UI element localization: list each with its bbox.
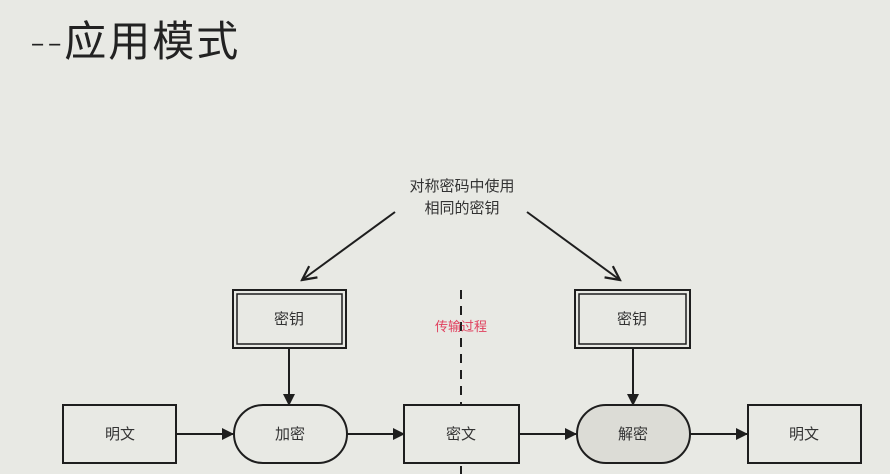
plaintext-output-label: 明文: [789, 425, 819, 443]
key-right-label: 密钥: [617, 310, 647, 328]
arrow-note-to-right-key: [526, 211, 620, 280]
transmission-label: 传输过程: [435, 319, 487, 335]
plaintext-output-box: 明文: [747, 404, 862, 464]
plaintext-input-label: 明文: [105, 425, 135, 443]
slide-title: --应用模式: [30, 17, 241, 66]
encrypt-label: 加密: [275, 425, 305, 443]
decrypt-process: 解密: [576, 404, 691, 464]
key-box-right: 密钥: [574, 289, 691, 349]
key-box-left: 密钥: [232, 289, 347, 349]
ciphertext-box: 密文: [403, 404, 520, 464]
note-line-1: 对称密码中使用: [409, 177, 514, 195]
ciphertext-label: 密文: [446, 425, 476, 443]
encrypt-process: 加密: [233, 404, 348, 464]
decrypt-label: 解密: [618, 425, 648, 443]
note-line-2: 相同的密钥: [424, 199, 499, 217]
arrow-note-to-left-key: [302, 211, 396, 280]
plaintext-input-box: 明文: [62, 404, 177, 464]
key-left-label: 密钥: [274, 310, 304, 328]
